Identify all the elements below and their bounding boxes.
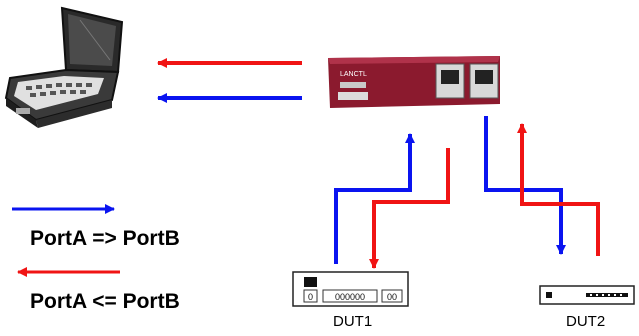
forward-path-dut1-to-tap (334, 133, 415, 264)
port-b (469, 63, 499, 99)
dut1-label: DUT1 (333, 313, 373, 330)
dut1-port-text: 00 (387, 292, 397, 302)
dut2-device (539, 285, 635, 305)
dut1-device: 0 000000 00 (292, 271, 409, 307)
dut1-panel-text: 000000 (335, 292, 365, 302)
reverse-path-tap-to-dut1 (369, 148, 450, 269)
laptop-icon (4, 6, 124, 128)
legend-forward-label: PortA => PortB (30, 227, 180, 250)
legend-reverse-label: PortA <= PortB (30, 290, 180, 313)
dut2-label: DUT2 (566, 313, 606, 330)
svg-text:0: 0 (308, 292, 313, 302)
tap-brand-text: LANCTL (340, 71, 367, 78)
network-tap-device: LANCTL (328, 56, 500, 108)
reverse-path-dut2-to-tap (517, 123, 600, 256)
